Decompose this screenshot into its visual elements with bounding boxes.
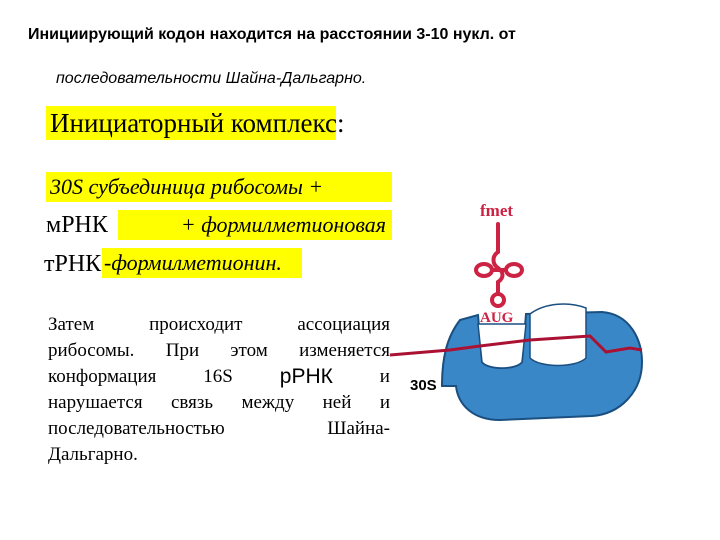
page-subheading: последовательности Шайна-Дальгарно. <box>56 70 367 87</box>
paragraph-word: и <box>379 392 390 413</box>
paragraph-word: Дальгарно. <box>48 444 138 465</box>
paragraph-word: Шайна- <box>327 418 390 439</box>
initiator-complex-title: Инициаторный комплекс: <box>46 106 344 140</box>
paragraph-word: рибосомы. <box>48 340 135 361</box>
paragraph-word: этом <box>230 340 268 361</box>
paragraph-word: изменяется <box>299 340 390 361</box>
fmet-label: fmet <box>480 201 513 220</box>
paragraph-word: ассоциация <box>297 314 390 335</box>
paragraph-line: Дальгарно. <box>48 442 390 468</box>
paragraph-line: нарушается связь между ней и <box>48 390 390 416</box>
paragraph-word: происходит <box>149 314 243 335</box>
initiator-line-formylmethionine: -формилметионин. <box>102 248 302 278</box>
association-paragraph: Затем происходит ассоциация рибосомы. Пр… <box>48 312 390 468</box>
trna-icon <box>474 222 524 308</box>
paragraph-word: нарушается <box>48 392 143 413</box>
paragraph-line: конформация 16S рРНК и <box>48 364 390 390</box>
initiator-line-30s: 30S субъединица рибосомы + <box>46 172 392 202</box>
rrna-word: рРНК <box>279 365 333 388</box>
paragraph-word: конформация <box>48 366 157 387</box>
paragraph-word: и <box>379 366 390 387</box>
p-site-pocket <box>477 323 527 369</box>
paragraph-line: рибосомы. При этом изменяется <box>48 338 390 364</box>
paragraph-word: 16S <box>203 366 233 387</box>
a-site-pocket <box>529 303 587 367</box>
paragraph-line: последовательностью Шайна- <box>48 416 390 442</box>
ribosome-diagram: fmet AUG 30S <box>389 201 644 422</box>
paragraph-word: связь <box>170 392 214 413</box>
paragraph-word: между <box>241 392 295 413</box>
mrna-label: мРНК <box>46 210 108 240</box>
page-heading: Инициирующий кодон находится на расстоян… <box>28 26 516 43</box>
aug-codon-label: AUG <box>480 310 514 326</box>
paragraph-word: Затем <box>48 314 95 335</box>
paragraph-word: последовательностью <box>48 418 225 439</box>
paragraph-word: ней <box>322 392 352 413</box>
30s-subunit-label: 30S <box>410 377 437 394</box>
initiator-line-formylmethionine-trna: + формилметионовая <box>118 210 392 240</box>
trna-label: тРНК <box>44 249 102 279</box>
mrna-strand <box>389 334 643 357</box>
paragraph-word: При <box>165 340 200 361</box>
paragraph-line: Затем происходит ассоциация <box>48 312 390 338</box>
